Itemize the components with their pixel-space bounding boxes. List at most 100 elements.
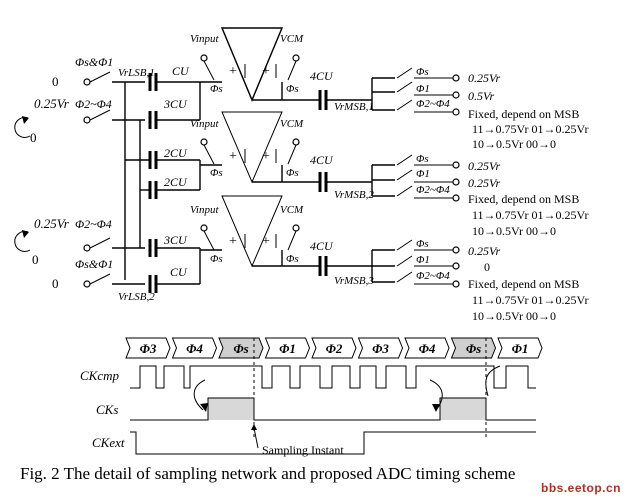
plus-sign: + — [262, 64, 270, 79]
label-vrmsb3: VrMSB,3 — [334, 275, 374, 287]
label-c4-1: 4CU — [310, 69, 334, 83]
phase-label: Φ1 — [512, 341, 529, 356]
phase-box — [450, 337, 497, 359]
label-vinput-2: Vinput — [190, 118, 219, 130]
phase-box — [497, 337, 543, 359]
msb-map-1b: 10→0.5Vr 00→0 — [472, 137, 556, 151]
label-vcm-1: VCM — [280, 33, 304, 45]
rotation-arrow-icon — [14, 230, 31, 252]
msb-map-3a: 11→0.75Vr 01→0.25Vr — [472, 293, 588, 307]
label-c2-2a: 2CU — [164, 146, 188, 160]
input-level-zero-1: 0 — [52, 74, 59, 89]
stage2-output-0: 0.25Vr — [468, 159, 500, 173]
switch-label-1-msb2: Φ1 — [416, 168, 430, 180]
phase-label: Φ1 — [279, 341, 296, 356]
stage-2: 2CU 2CU + + Vinput Φs VCM Φs 4CU VrMSB,2 — [124, 82, 588, 280]
ckcmp-waveform — [130, 365, 536, 389]
rotation-arrow-icon — [14, 116, 31, 138]
signal-label-1: CKs — [96, 402, 118, 417]
svg-text:+: + — [262, 234, 270, 249]
watermark: bbs.eetop.cn — [541, 481, 622, 495]
stage1-output-1: 0.5Vr — [468, 89, 494, 103]
switch-label-two-four-msb2: Φ2~Φ4 — [416, 184, 450, 196]
label-c2-2b: 2CU — [164, 175, 188, 189]
plus-sign: + — [229, 64, 237, 79]
msb-map-2b: 10→0.5Vr 00→0 — [472, 224, 556, 238]
stage3-output-1: 0 — [484, 260, 490, 274]
label-vrlsb2: VrLSB,2 — [118, 291, 155, 303]
signal-label-2: CKext — [92, 435, 125, 450]
switch-label-two-four-msb3: Φ2~Φ4 — [416, 270, 450, 282]
phase-label: Φ2 — [326, 341, 343, 356]
switch-label-1-msb3: Φ1 — [416, 254, 430, 266]
input-level-zero-4: 0 — [52, 276, 59, 291]
figure-caption: Fig. 2 The detail of sampling network an… — [20, 464, 516, 483]
phase-label: Φs — [233, 341, 248, 356]
label-vcm-2: VCM — [280, 118, 304, 130]
phase-box — [125, 337, 171, 359]
stage3-output-0: 0.25Vr — [468, 244, 500, 258]
msb-map-2a: 11→0.75Vr 01→0.25Vr — [472, 208, 588, 222]
switch-label-two-to-four-3: Φ2~Φ4 — [75, 217, 112, 231]
input-level-quarter-3: 0.25Vr — [34, 216, 70, 231]
msb-map-1a: 11→0.75Vr 01→0.25Vr — [472, 122, 588, 136]
label-vinput-3: Vinput — [190, 204, 219, 216]
phase-label: Φ4 — [419, 341, 436, 356]
label-vcm-3: VCM — [280, 204, 304, 216]
switch-label-s-and-1-top: Φs&Φ1 — [75, 55, 113, 69]
sampling-window-1 — [208, 398, 254, 420]
phase-label: Φ4 — [186, 341, 203, 356]
comparator-2 — [221, 111, 283, 184]
label-vinput-1: Vinput — [190, 33, 219, 45]
switch-label-two-four-msb1: Φ2~Φ4 — [416, 98, 450, 110]
fixed-note-3: Fixed, depend on MSB — [468, 277, 579, 291]
stage2-output-1: 0.25Vr — [468, 176, 500, 190]
signal-label-0: CKcmp — [80, 368, 120, 383]
label-c4-2: 4CU — [310, 153, 334, 167]
switch-label-s-msb3: Φs — [416, 238, 429, 250]
switch-label-s-2: Φs — [210, 167, 223, 179]
phase-box — [404, 337, 450, 359]
switch-label-s-3: Φs — [210, 253, 223, 265]
phase-label: Φ3 — [372, 341, 389, 356]
fixed-note-2: Fixed, depend on MSB — [468, 192, 579, 206]
svg-text:+: + — [262, 149, 270, 164]
label-c3-3: 3CU — [163, 233, 188, 247]
switch-label-s-msb2: Φs — [416, 153, 429, 165]
phase-label: Φ3 — [140, 341, 157, 356]
label-vrmsb2: VrMSB,2 — [334, 189, 374, 201]
stage-1: 0 Φs&Φ1 VrLSB,1 0.25Vr Φ2~Φ4 0 CU 3CU + … — [14, 27, 588, 151]
label-vrlsb1: VrLSB,1 — [118, 67, 155, 79]
rotation-arrowhead-icon — [22, 116, 29, 124]
comparator-3 — [221, 195, 283, 268]
switch-node — [83, 78, 91, 86]
switch-label-s-3b: Φs — [286, 253, 299, 265]
label-c4-3: 4CU — [310, 239, 334, 253]
sampling-instant-label: Sampling Instant — [262, 443, 344, 457]
switch-label-s-1: Φs — [210, 83, 223, 95]
switch-blade — [89, 71, 111, 83]
input-level-zero-3: 0 — [32, 252, 39, 267]
phase-box — [264, 337, 311, 359]
switch-node — [83, 116, 91, 124]
phase-box — [357, 337, 404, 359]
ckext-waveform — [130, 431, 536, 455]
stage-3: 0.25Vr Φ2~Φ4 0 Φs&Φ1 0 VrLSB,2 3CU CU + … — [14, 195, 588, 323]
switch-label-s-1b: Φs — [286, 83, 299, 95]
switch-label-s-msb1: Φs — [416, 66, 429, 78]
phase-box — [171, 337, 218, 359]
switch-label-two-to-four-1: Φ2~Φ4 — [75, 97, 112, 111]
msb-map-3b: 10→0.5Vr 00→0 — [472, 309, 556, 323]
cks-waveform — [130, 397, 536, 421]
input-level-quarter-1: 0.25Vr — [34, 96, 70, 111]
label-vrmsb1: VrMSB,1 — [334, 101, 374, 113]
svg-text:+: + — [229, 234, 237, 249]
switch-label-1-msb1: Φ1 — [416, 83, 430, 95]
svg-text:+: + — [229, 149, 237, 164]
curved-arrow-icon — [193, 379, 206, 411]
phase-box — [218, 337, 264, 359]
label-c3-1: 3CU — [163, 97, 188, 111]
